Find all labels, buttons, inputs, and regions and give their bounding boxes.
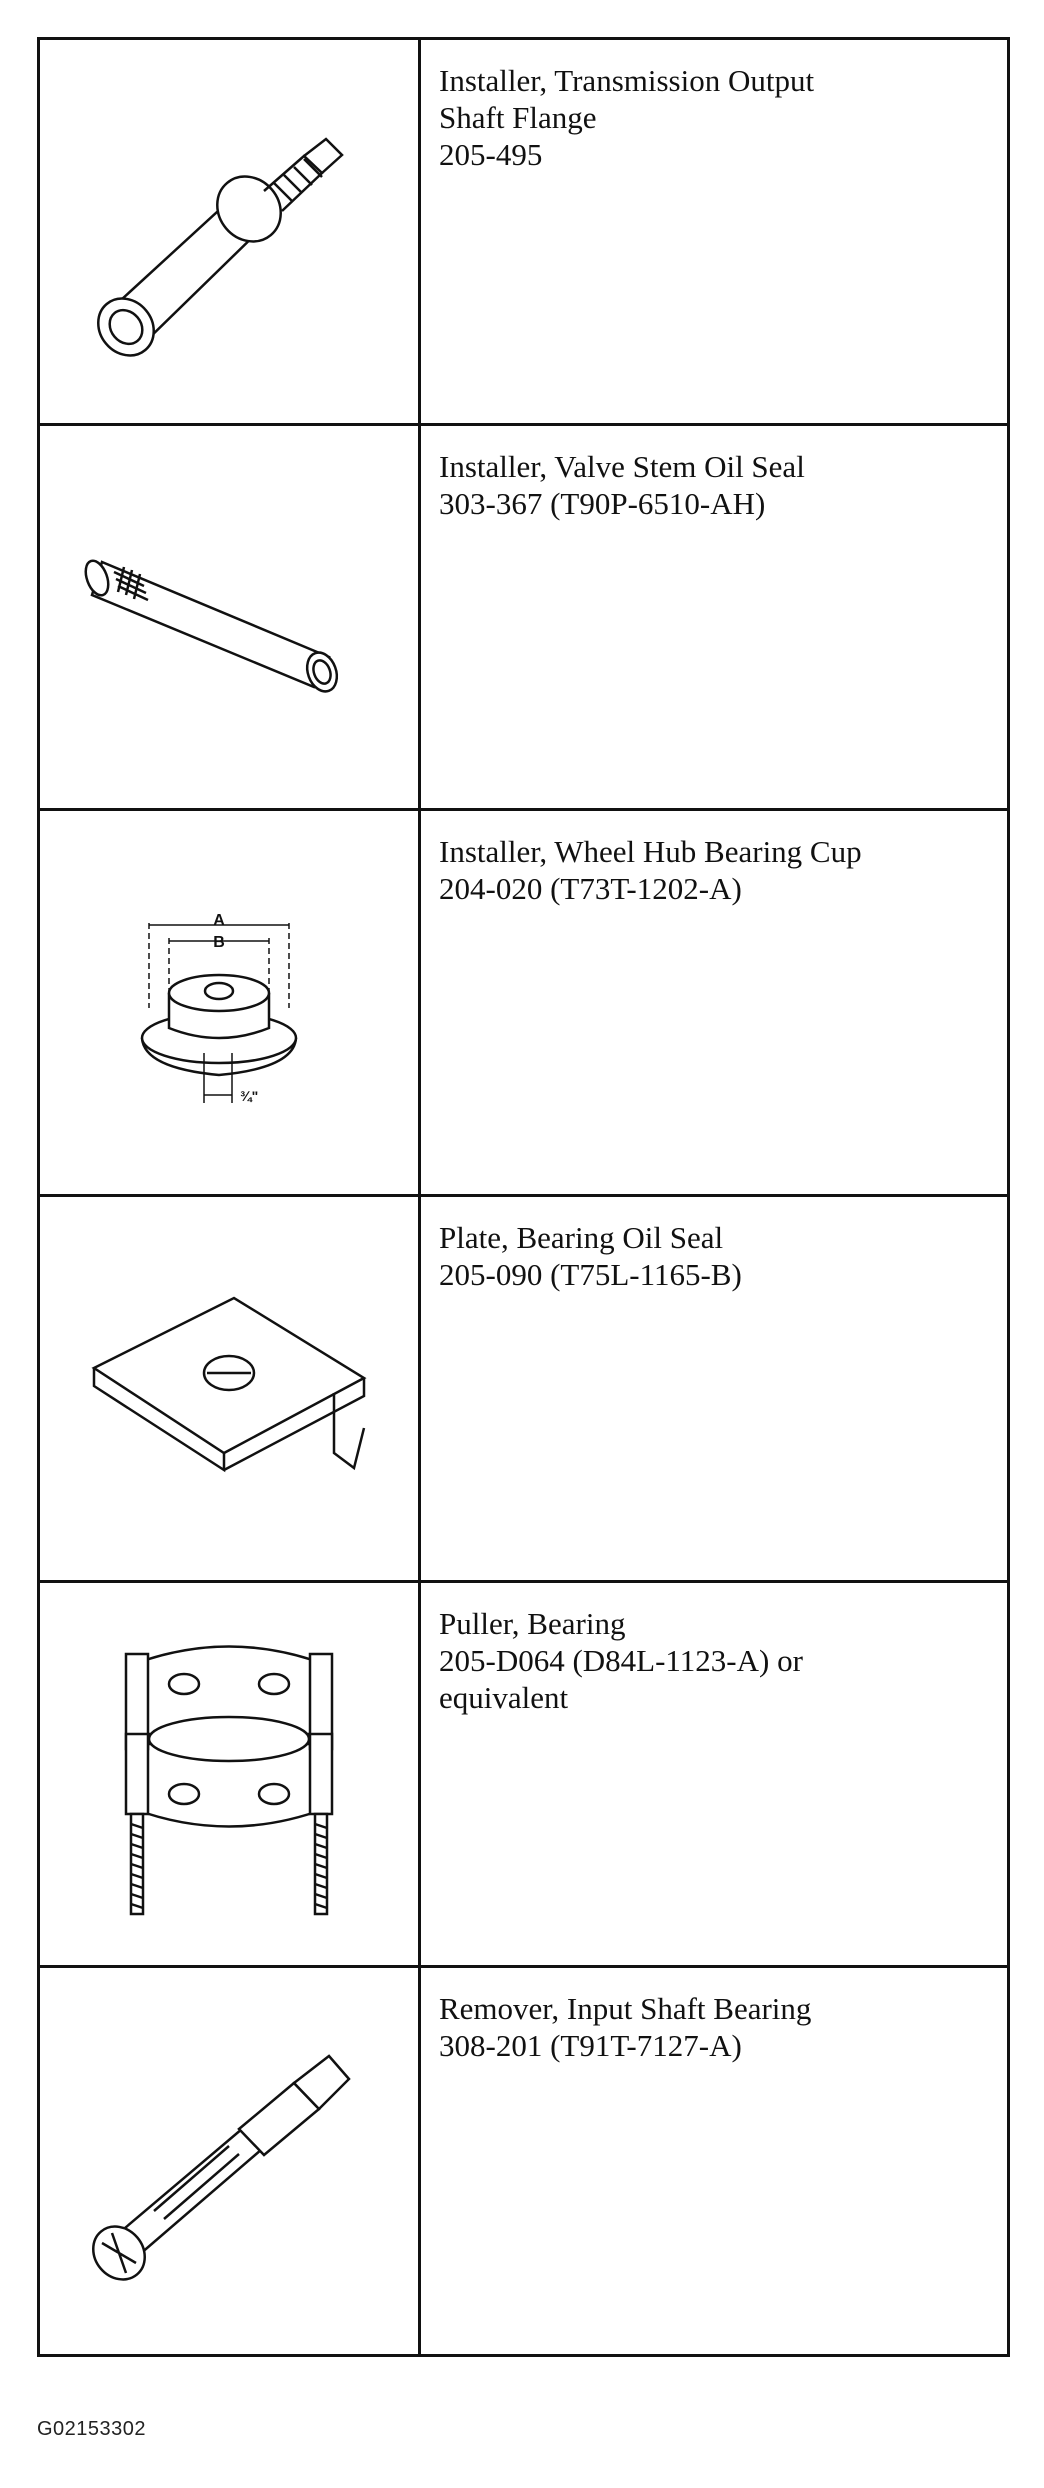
- tool-number: 308-201 (T91T-7127-A): [439, 2028, 742, 2064]
- bearing-oil-seal-plate-icon: [64, 1238, 394, 1538]
- valve-stem-seal-installer-icon: [64, 467, 394, 767]
- bearing-puller-icon: [64, 1624, 394, 1924]
- tool-illustration-cell: [40, 1196, 421, 1583]
- figure-id: G02153302: [37, 2418, 147, 2440]
- tool-name: Installer, Transmission Output Shaft Fla…: [439, 63, 815, 135]
- bearing-cup-installer-icon: A B ¾": [64, 912, 394, 1104]
- tool-illustration-cell: [40, 40, 421, 426]
- dimension-label-a: A: [213, 912, 225, 929]
- dimension-label-three-quarter: ¾": [240, 1088, 258, 1104]
- tool-description-cell: Remover, Input Shaft Bearing 308-201 (T9…: [421, 1968, 1007, 2354]
- tool-name: Installer, Wheel Hub Bearing Cup: [439, 834, 862, 870]
- tool-number: 204-020 (T73T-1202-A): [439, 871, 742, 907]
- tool-description-cell: Installer, Transmission Output Shaft Fla…: [421, 40, 1007, 426]
- tool-illustration-cell: A B ¾": [40, 811, 421, 1197]
- tool-number: 205-D064 (D84L-1123-A) or equivalent: [439, 1642, 803, 1715]
- input-shaft-bearing-remover-icon: [64, 2011, 394, 2311]
- tool-description-cell: Installer, Wheel Hub Bearing Cup 204-020…: [421, 811, 1007, 1197]
- dimension-label-b: B: [213, 934, 225, 951]
- tool-name: Remover, Input Shaft Bearing: [439, 1991, 812, 2027]
- output-shaft-flange-installer-icon: [64, 81, 394, 381]
- tool-description-cell: Puller, Bearing 205-D064 (D84L-1123-A) o…: [421, 1583, 1007, 1969]
- tool-name: Puller, Bearing: [439, 1605, 626, 1641]
- tool-illustration-cell: [40, 1968, 421, 2354]
- tool-name: Installer, Valve Stem Oil Seal: [439, 448, 805, 484]
- tool-number: 205-495: [439, 137, 543, 172]
- tool-description-cell: Plate, Bearing Oil Seal 205-090 (T75L-11…: [421, 1197, 1007, 1583]
- tool-name: Plate, Bearing Oil Seal: [439, 1219, 724, 1255]
- tool-number: 205-090 (T75L-1165-B): [439, 1256, 742, 1292]
- special-tools-table: Installer, Transmission Output Shaft Fla…: [37, 37, 1010, 2357]
- tool-description-cell: Installer, Valve Stem Oil Seal 303-367 (…: [421, 426, 1007, 812]
- tool-illustration-cell: [40, 425, 421, 812]
- tool-illustration-cell: [40, 1582, 421, 1969]
- tool-number: 303-367 (T90P-6510-AH): [439, 485, 766, 521]
